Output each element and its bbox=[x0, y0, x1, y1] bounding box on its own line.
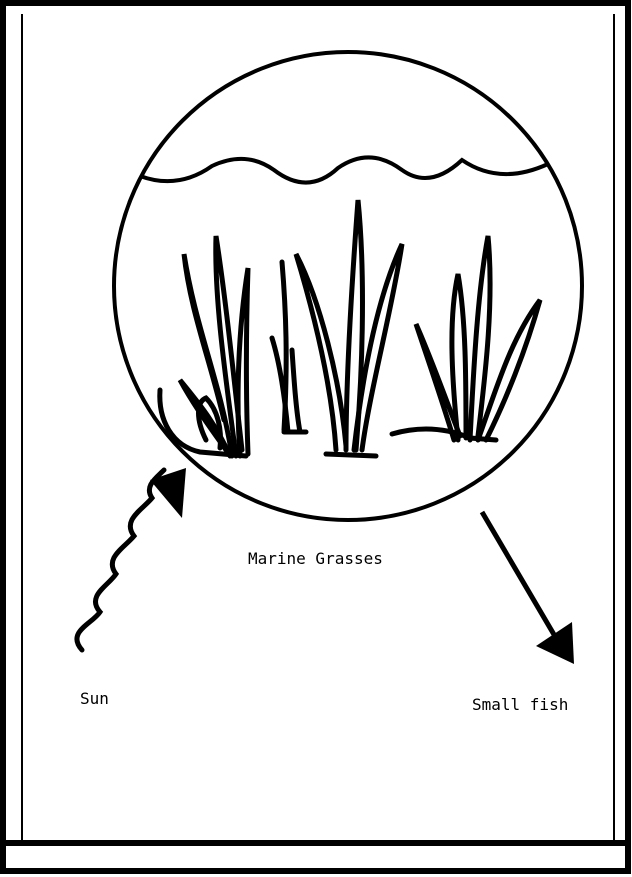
water-surface-waves bbox=[140, 157, 548, 182]
grass-clump-middle bbox=[272, 200, 402, 456]
arrow-head bbox=[536, 622, 574, 664]
grass-clump-left bbox=[160, 236, 248, 456]
edge-sun-to-grasses bbox=[77, 468, 186, 650]
label-small-fish: Small fish bbox=[472, 695, 568, 714]
wavy-arrow-line bbox=[77, 470, 164, 650]
grass-clump-right bbox=[392, 236, 540, 440]
arrow-line bbox=[482, 512, 556, 638]
outer-border bbox=[3, 3, 628, 871]
edge-grasses-to-fish bbox=[482, 512, 574, 664]
label-marine-grasses: Marine Grasses bbox=[248, 549, 383, 568]
label-sun: Sun bbox=[80, 689, 109, 708]
marine-grasses-illustration bbox=[114, 52, 582, 520]
